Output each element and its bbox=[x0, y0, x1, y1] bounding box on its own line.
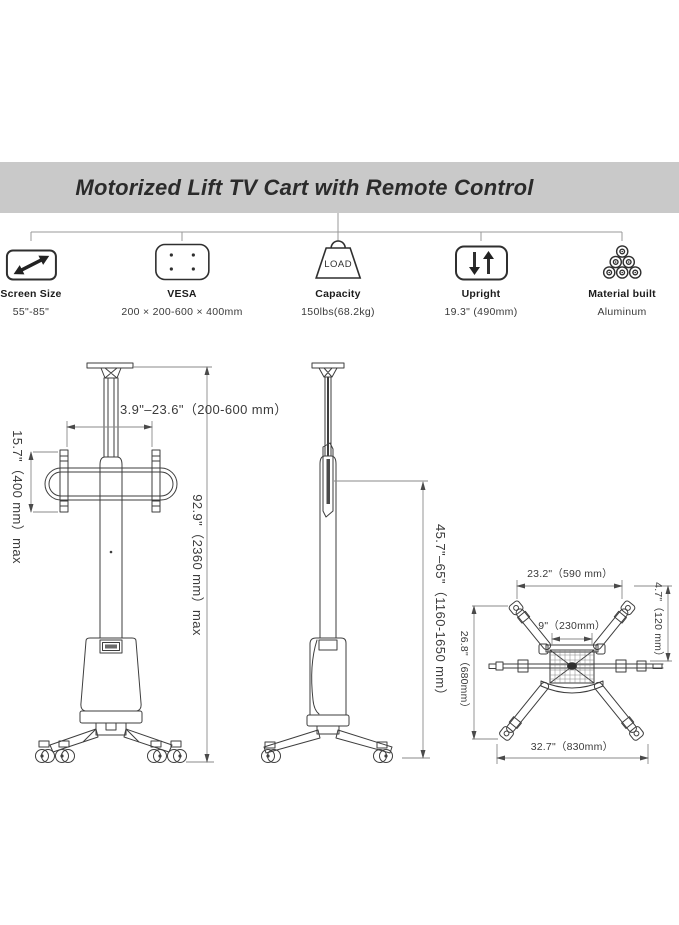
caster-wheel bbox=[261, 741, 281, 763]
technical-drawings: 3.9"–23.6"（200-600 mm） 15.7"（400 mm）max … bbox=[10, 362, 672, 764]
top-view-drawing: 23.2"（590 mm） 9"（230mm） 26.8"（680mm） 4.7… bbox=[458, 568, 672, 764]
dim-top-rear-span: 32.7"（830mm） bbox=[531, 741, 614, 753]
load-icon-text: LOAD bbox=[324, 259, 352, 270]
feature-item-material: Material built Aluminum bbox=[588, 241, 656, 318]
caster-wheel bbox=[35, 740, 55, 763]
page-title: Motorized Lift TV Cart with Remote Contr… bbox=[75, 174, 534, 200]
feature-label: Material built bbox=[588, 288, 656, 300]
feature-label: Capacity bbox=[315, 288, 361, 300]
feature-item-screen-size: Screen Size 55"-85" bbox=[0, 241, 61, 318]
base-leg bbox=[499, 681, 550, 741]
feature-label: Screen Size bbox=[0, 288, 62, 300]
vesa-pattern-icon bbox=[154, 243, 210, 281]
base-leg bbox=[508, 600, 552, 651]
caster-wheel bbox=[147, 740, 167, 763]
feature-label: Upright bbox=[461, 288, 501, 300]
caster-wheel bbox=[167, 740, 187, 763]
load-weight-icon: LOAD bbox=[314, 240, 362, 279]
dim-side-height-range: 45.7"–65"（1160-1650 mm） bbox=[433, 524, 448, 702]
side-view-drawing: 45.7"–65"（1160-1650 mm） bbox=[261, 362, 448, 763]
feature-value: 150lbs(68.2kg) bbox=[301, 306, 375, 318]
caster-wheel bbox=[373, 741, 393, 763]
dim-front-width-range: 3.9"–23.6"（200-600 mm） bbox=[120, 402, 288, 417]
base-leg bbox=[592, 600, 636, 651]
connector-lines bbox=[30, 213, 623, 241]
dim-top-front-span: 23.2"（590 mm） bbox=[527, 568, 613, 580]
front-view-drawing: 3.9"–23.6"（200-600 mm） 15.7"（400 mm）max … bbox=[10, 362, 288, 763]
dim-front-max-height: 92.9"（2360 mm）max bbox=[190, 494, 205, 636]
feature-label: VESA bbox=[167, 288, 197, 300]
dim-front-vesa-height: 15.7"（400 mm）max bbox=[10, 430, 25, 564]
feature-value: 55"-85" bbox=[12, 306, 50, 318]
base-leg bbox=[593, 681, 644, 741]
feature-value: 19.3" (490mm) bbox=[444, 306, 518, 318]
dim-top-depth: 26.8"（680mm） bbox=[458, 631, 470, 714]
dim-top-center-width: 9"（230mm） bbox=[538, 620, 605, 632]
screen-size-icon bbox=[5, 249, 57, 281]
up-down-arrows-icon bbox=[454, 245, 508, 281]
aluminum-coils-icon bbox=[602, 245, 642, 279]
product-title-banner: Motorized Lift TV Cart with Remote Contr… bbox=[0, 162, 679, 213]
feature-item-upright: Upright 19.3" (490mm) bbox=[445, 241, 518, 318]
caster-wheel bbox=[55, 740, 75, 763]
feature-item-vesa: VESA 200 × 200-600 × 400mm bbox=[121, 241, 242, 318]
dim-top-offset: 4.7"（120 mm） bbox=[652, 582, 664, 662]
feature-item-capacity: LOAD Capacity 150lbs(68.2kg) bbox=[301, 240, 375, 318]
feature-value: Aluminum bbox=[597, 306, 647, 318]
feature-value: 200 × 200-600 × 400mm bbox=[121, 306, 243, 318]
